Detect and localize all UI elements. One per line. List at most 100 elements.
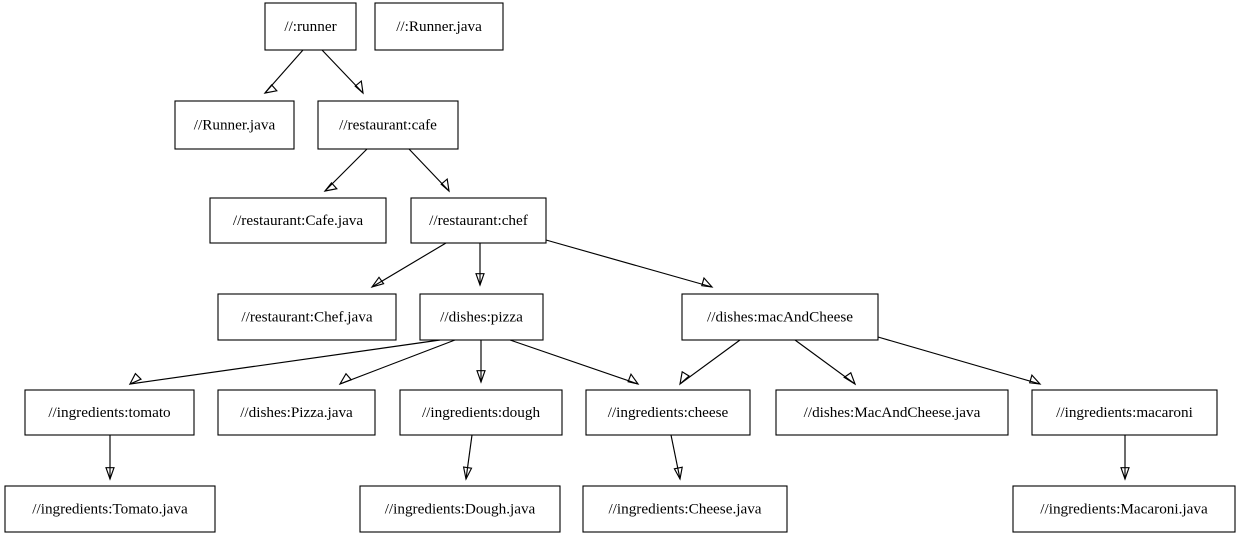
edge-runner-to-runner_java [263, 49, 304, 94]
arrowhead-icon [323, 182, 338, 192]
node-restaurant_cafe_java[interactable]: //restaurant:Cafe.java [209, 197, 387, 244]
node-box[interactable] [359, 485, 561, 533]
arrowhead-icon [475, 273, 485, 287]
edge-line [129, 339, 441, 385]
node-ing_dough[interactable]: //ingredients:dough [399, 389, 563, 436]
edge-ing_tomato-to-ing_tomato_java [105, 435, 115, 481]
node-box[interactable] [4, 485, 216, 533]
node-box[interactable] [775, 389, 1009, 436]
node-label: //ingredients:macaroni [1056, 404, 1193, 421]
edge-dishes_macandcheese-to-ing_cheese [679, 339, 741, 386]
node-box[interactable] [317, 100, 459, 150]
node-ing_macaroni[interactable]: //ingredients:macaroni [1031, 389, 1218, 436]
node-label: //dishes:pizza [440, 308, 523, 325]
node-ing_cheese[interactable]: //ingredients:cheese [585, 389, 751, 436]
node-box[interactable] [1012, 485, 1236, 533]
edge-line [545, 239, 713, 288]
node-label: //dishes:MacAndCheese.java [804, 404, 981, 421]
arrowhead-icon [679, 370, 690, 386]
arrowhead-icon [476, 370, 486, 384]
node-ing_tomato_java[interactable]: //ingredients:Tomato.java [4, 485, 216, 533]
node-ing_cheese_java[interactable]: //ingredients:Cheese.java [582, 485, 788, 533]
edge-line [408, 148, 450, 192]
edge-dishes_macandcheese-to-ing_macaroni [877, 336, 1042, 385]
edge-dishes_pizza-to-ing_cheese [509, 339, 640, 385]
edge-line [371, 242, 447, 288]
node-box[interactable] [217, 389, 376, 436]
arrowhead-icon [701, 276, 714, 288]
node-label: //ingredients:cheese [608, 404, 729, 421]
edge-restaurant_chef-to-dishes_macandcheese [545, 239, 714, 288]
node-label: //ingredients:dough [422, 404, 541, 421]
node-label: //restaurant:Cafe.java [233, 212, 364, 229]
arrowhead-icon [440, 177, 450, 193]
node-box[interactable] [264, 2, 357, 51]
node-layer: //:runner //:Runner.java //Runner.java //re… [4, 2, 1236, 533]
arrowhead-icon [263, 84, 278, 94]
arrowhead-icon [673, 466, 683, 481]
node-dishes_pizza_java[interactable]: //dishes:Pizza.java [217, 389, 376, 436]
arrowhead-icon [338, 372, 353, 386]
node-ing_tomato[interactable]: //ingredients:tomato [24, 389, 195, 436]
node-restaurant_cafe[interactable]: //restaurant:cafe [317, 100, 459, 150]
edge-ing_dough-to-ing_dough_java [462, 434, 473, 481]
edge-line [509, 339, 639, 385]
edge-restaurant_chef-to-dishes_pizza [475, 243, 485, 287]
edge-line [670, 434, 681, 480]
node-label: //restaurant:cafe [339, 116, 437, 133]
node-box[interactable] [410, 197, 547, 244]
edge-line [324, 148, 368, 192]
arrowhead-icon [370, 276, 385, 289]
edge-layer [105, 49, 1130, 481]
node-root_runner_java[interactable]: //:Runner.java [374, 2, 504, 51]
node-box[interactable] [1031, 389, 1218, 436]
arrowhead-icon [128, 372, 143, 386]
arrowhead-icon [1120, 467, 1130, 481]
edge-line [794, 339, 856, 385]
node-box[interactable] [419, 293, 544, 341]
node-label: //dishes:Pizza.java [240, 404, 353, 421]
node-box[interactable] [217, 293, 397, 341]
node-label: //restaurant:chef [429, 212, 529, 229]
edge-restaurant_chef-to-restaurant_chef_java [370, 242, 447, 289]
node-restaurant_chef_java[interactable]: //restaurant:Chef.java [217, 293, 397, 341]
edge-dishes_macandcheese-to-dishes_mac_java [794, 339, 857, 386]
node-label: //ingredients:Cheese.java [608, 500, 761, 517]
node-label: //ingredients:tomato [48, 404, 171, 421]
node-box[interactable] [399, 389, 563, 436]
node-label: //:runner [284, 18, 336, 35]
node-box[interactable] [174, 100, 295, 150]
node-box[interactable] [582, 485, 788, 533]
edge-line [877, 336, 1041, 385]
edge-dishes_pizza-to-ing_tomato [128, 339, 441, 386]
arrowhead-icon [627, 372, 640, 385]
node-label: //restaurant:Chef.java [241, 308, 372, 325]
node-box[interactable] [209, 197, 387, 244]
node-runner_java[interactable]: //Runner.java [174, 100, 295, 150]
node-restaurant_chef[interactable]: //restaurant:chef [410, 197, 547, 244]
edge-restaurant_cafe-to-restaurant_chef [408, 148, 450, 193]
arrowhead-icon [354, 80, 364, 95]
edge-line [321, 49, 364, 94]
edge-line [679, 339, 741, 385]
edge-runner-to-restaurant_cafe [321, 49, 364, 95]
node-box[interactable] [24, 389, 195, 436]
node-ing_dough_java[interactable]: //ingredients:Dough.java [359, 485, 561, 533]
node-dishes_mac_java[interactable]: //dishes:MacAndCheese.java [775, 389, 1009, 436]
edge-dishes_pizza-to-dishes_pizza_java [338, 339, 456, 386]
node-runner[interactable]: //:runner [264, 2, 357, 51]
node-box[interactable] [585, 389, 751, 436]
node-label: //ingredients:Tomato.java [32, 500, 188, 517]
node-box[interactable] [374, 2, 504, 51]
arrowhead-icon [105, 467, 115, 481]
arrowhead-icon [1028, 373, 1042, 385]
node-dishes_macandcheese[interactable]: //dishes:macAndCheese [681, 293, 879, 341]
node-box[interactable] [681, 293, 879, 341]
node-dishes_pizza[interactable]: //dishes:pizza [419, 293, 544, 341]
node-ing_macaroni_java[interactable]: //ingredients:Macaroni.java [1012, 485, 1236, 533]
edge-restaurant_cafe-to-restaurant_cafe_java [323, 148, 368, 192]
node-label: //Runner.java [194, 116, 276, 133]
node-label: //ingredients:Dough.java [385, 500, 536, 517]
